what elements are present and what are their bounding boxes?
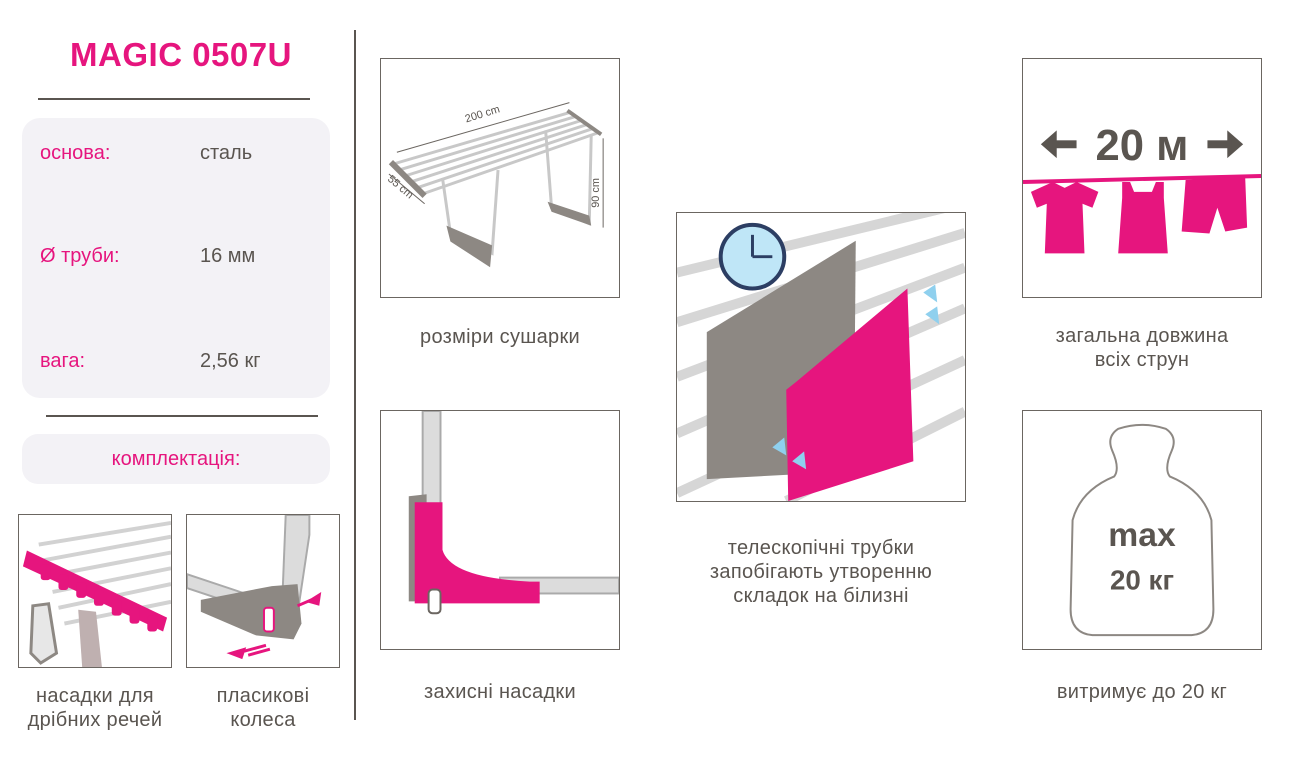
load-value: 20 кг xyxy=(1110,565,1174,596)
spec-value-base: сталь xyxy=(200,142,253,164)
wheels-illustration xyxy=(187,515,322,660)
load-image: max 20 кг xyxy=(1022,410,1262,650)
dimensions-image: 200 cm 55 cm 90 cm xyxy=(380,58,620,298)
column-divider xyxy=(354,30,356,720)
spec-panel: основа: сталь Ø труби: 16 мм вага: 2,56 … xyxy=(22,118,330,398)
left-arrow-icon xyxy=(1040,130,1077,159)
height-dimension-label: 90 cm xyxy=(590,178,602,208)
caption-line: насадки для xyxy=(36,685,154,707)
weight-icon xyxy=(1069,423,1215,637)
accessory-clips-image xyxy=(18,514,172,668)
dryer-dimensions-illustration: 200 cm 55 cm 90 cm xyxy=(385,102,604,268)
dimensions-caption: розміри сушарки xyxy=(420,326,580,348)
string-length-illustration: 20 м xyxy=(1023,122,1261,254)
caption-line: телескопічні трубки xyxy=(727,537,915,559)
weight-illustration: max 20 кг xyxy=(1069,423,1215,637)
length-value: 20 м xyxy=(1096,122,1189,170)
spec-value-weight: 2,56 кг xyxy=(200,350,261,372)
caption-line: запобігають утворенню xyxy=(709,561,933,583)
right-arrow-icon xyxy=(1207,130,1244,159)
tshirt-icon xyxy=(1030,181,1099,254)
width-dimension-label: 55 cm xyxy=(385,173,415,201)
clips-illustration xyxy=(22,520,171,667)
spec-label-weight: вага: xyxy=(40,350,86,372)
accessory-clips-caption: насадки для дрібних речей xyxy=(10,684,180,732)
caption-line: колеса xyxy=(230,709,296,731)
accessory-wheels-caption: пласикові колеса xyxy=(176,684,350,732)
spec-value-tube: 16 мм xyxy=(200,245,256,267)
caps-caption: захисні насадки xyxy=(424,681,576,703)
caption-line: всіх струн xyxy=(1094,349,1190,371)
caption-line: складок на білизні xyxy=(733,585,909,607)
shorts-icon xyxy=(1181,176,1248,234)
length-dimension-label: 200 cm xyxy=(464,103,502,125)
telescopic-image xyxy=(676,212,966,502)
accessory-wheels-image xyxy=(186,514,340,668)
kit-heading: комплектація: xyxy=(22,434,330,484)
product-title: MAGIC 0507U xyxy=(70,36,292,73)
length-image: 20 м xyxy=(1022,58,1262,298)
caps-image xyxy=(380,410,620,650)
length-caption: загальна довжина всіх струн xyxy=(1012,324,1272,372)
protective-caps-illustration xyxy=(408,411,619,615)
spec-label-tube: Ø труби: xyxy=(40,245,120,267)
caption-line: загальна довжина xyxy=(1055,325,1229,347)
spec-label-base: основа: xyxy=(40,142,111,164)
title-underline xyxy=(38,98,310,100)
spec-divider xyxy=(46,415,318,417)
telescopic-caption: телескопічні трубки запобігають утворенн… xyxy=(666,536,976,608)
load-caption: витримує до 20 кг xyxy=(1056,681,1228,703)
telescopic-tubes-illustration xyxy=(677,213,965,501)
max-label: max xyxy=(1108,516,1176,554)
caption-line: пласикові xyxy=(216,685,310,707)
tank-top-icon xyxy=(1118,181,1168,254)
caption-line: дрібних речей xyxy=(27,709,163,731)
